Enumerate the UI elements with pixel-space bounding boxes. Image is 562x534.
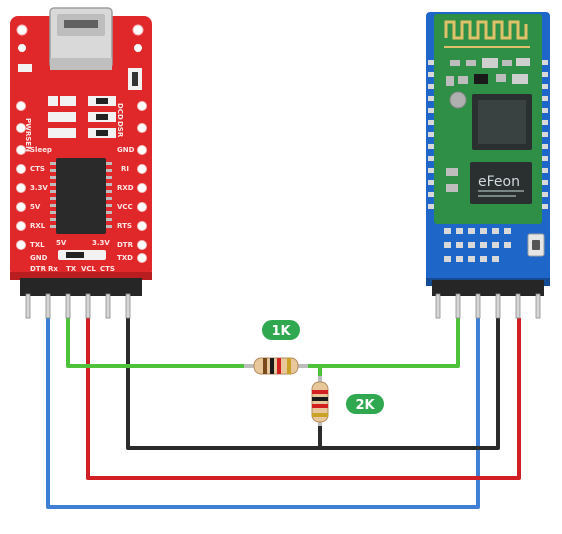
wire-green-right <box>300 318 460 368</box>
wires <box>46 318 521 509</box>
bluetooth-module: eFeon <box>426 12 550 319</box>
ftdi-bottom-label-rx: Rx <box>48 265 58 273</box>
ftdi-bottom-labels: DTR Rx TX VCL CTS <box>30 265 115 273</box>
bt-chip <box>472 94 532 150</box>
ftdi-label-txl: TXL <box>30 241 45 249</box>
ftdi-label-ri: RI <box>121 165 129 173</box>
label-1k: 1K <box>271 324 291 339</box>
ftdi-right-labels: DCD DSR GND RI RXD VCC RTS DTR TXD <box>116 103 135 262</box>
ftdi-bottom-label-dtr: DTR <box>30 265 47 273</box>
ftdi-chip <box>50 158 112 234</box>
ftdi-bottom-label-vcl: VCL <box>81 265 97 273</box>
bt-antenna <box>444 20 528 40</box>
wire-black <box>126 318 500 450</box>
ftdi-left-labels: PWRSEN Sleep CTS 3.3V 5V RXL TXL GND <box>24 118 52 262</box>
wire-green-left <box>66 318 250 368</box>
ftdi-label-rts: RTS <box>117 222 132 230</box>
usb-connector <box>49 7 113 70</box>
bt-brand-label: eFeon <box>478 174 520 190</box>
bt-header <box>432 280 544 319</box>
ftdi-label-pwrsen: PWRSEN <box>24 118 32 152</box>
resistor-2k <box>311 376 329 426</box>
ftdi-label-txd: TXD <box>117 254 133 262</box>
ftdi-label-rxd: RXD <box>117 184 134 192</box>
ftdi-label-right-gnd: GND <box>117 146 135 154</box>
ftdi-label-gnd: GND <box>30 254 48 262</box>
ftdi-pcb <box>10 16 152 278</box>
voltage-jumper: 5V 3.3V <box>56 239 110 260</box>
jumper-label-5v: 5V <box>56 239 67 247</box>
ftdi-label-vcc: VCC <box>117 203 133 211</box>
ftdi-label-cts: CTS <box>30 165 45 173</box>
ftdi-right-header <box>137 101 147 263</box>
bt-bottom-pads <box>444 228 511 262</box>
ftdi-label-5v: 5V <box>30 203 41 211</box>
ftdi-bottom-label-tx: TX <box>66 265 77 273</box>
jumper-label-3v3: 3.3V <box>92 239 110 247</box>
ftdi-label-dcd: DCD <box>116 103 124 120</box>
ftdi-left-header <box>16 101 26 250</box>
bt-flash-chip: eFeon <box>470 162 532 204</box>
ftdi-label-rxl: RXL <box>30 222 46 230</box>
wire-blue <box>46 318 480 509</box>
ftdi-label-dsr: DSR <box>116 121 124 138</box>
bt-side-pads <box>428 60 548 209</box>
label-2k: 2K <box>355 398 375 413</box>
ftdi-bottom-label-cts: CTS <box>100 265 115 273</box>
badge-2k: 2K <box>346 394 384 414</box>
badge-1k: 1K <box>262 320 300 340</box>
wire-red <box>86 318 521 480</box>
ftdi-label-3v3: 3.3V <box>30 184 48 192</box>
ftdi-board: PWRSEN Sleep CTS 3.3V 5V RXL TXL GND DCD… <box>10 7 152 319</box>
ftdi-label-dtr: DTR <box>117 241 134 249</box>
ftdi-bottom-header <box>20 278 142 319</box>
resistor-1k <box>244 357 308 375</box>
bt-button <box>527 233 545 257</box>
ftdi-label-sleep: Sleep <box>30 146 52 154</box>
